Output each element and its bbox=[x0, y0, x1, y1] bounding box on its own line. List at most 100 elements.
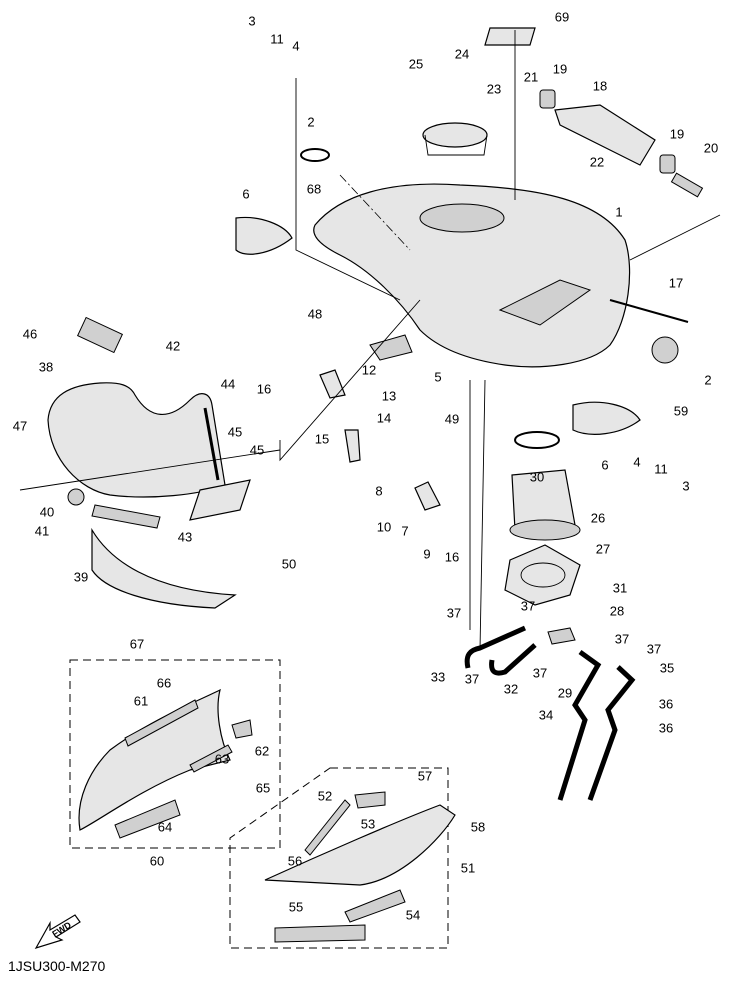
part-callout: 60 bbox=[150, 853, 164, 868]
fuel-pump-ring bbox=[514, 431, 560, 449]
part-callout: 16 bbox=[257, 381, 271, 396]
fairing-panel bbox=[189, 479, 251, 521]
part-callout: 36 bbox=[659, 696, 673, 711]
part-callout: 69 bbox=[555, 9, 569, 24]
part-callout: 32 bbox=[504, 681, 518, 696]
part-callout: 37 bbox=[647, 641, 661, 656]
stay bbox=[319, 369, 346, 399]
part-callout: 19 bbox=[553, 61, 567, 76]
fairing-strip bbox=[91, 504, 161, 529]
part-callout: 11 bbox=[270, 31, 284, 46]
part-callout: 59 bbox=[674, 403, 688, 418]
filler-cap-body bbox=[424, 134, 488, 156]
part-callout: 3 bbox=[248, 13, 255, 28]
pump-plate-hole bbox=[520, 562, 566, 588]
part-callout: 67 bbox=[130, 636, 144, 651]
part-callout: 8 bbox=[375, 483, 382, 498]
part-callout: 10 bbox=[377, 519, 391, 534]
part-callout: 37 bbox=[447, 605, 461, 620]
tank-side-cover-right bbox=[572, 401, 641, 435]
part-callout: 38 bbox=[39, 359, 53, 374]
part-callout: 1 bbox=[615, 204, 622, 219]
under-cowl bbox=[91, 527, 237, 609]
part-callout: 48 bbox=[308, 306, 322, 321]
part-callout: 30 bbox=[530, 469, 544, 484]
fuel-tank bbox=[313, 183, 631, 368]
part-callout: 4 bbox=[292, 38, 299, 53]
strip-63 bbox=[189, 744, 233, 773]
part-callout: 3 bbox=[682, 478, 689, 493]
leader bbox=[295, 78, 401, 301]
strip-64 bbox=[114, 799, 181, 839]
part-callout: 46 bbox=[23, 326, 37, 341]
tank-bolt bbox=[609, 299, 689, 323]
part-callout: 15 bbox=[315, 431, 329, 446]
part-callout: 56 bbox=[288, 853, 302, 868]
leader bbox=[629, 214, 721, 261]
part-callout: 58 bbox=[471, 819, 485, 834]
part-callout: 63 bbox=[215, 751, 229, 766]
part-callout: 57 bbox=[418, 768, 432, 783]
part-callout: 66 bbox=[157, 675, 171, 690]
part-callout: 29 bbox=[558, 685, 572, 700]
part-callout: 41 bbox=[35, 523, 49, 538]
part-callout: 19 bbox=[670, 126, 684, 141]
filler-cap bbox=[422, 122, 488, 148]
part-callout: 37 bbox=[465, 671, 479, 686]
group-51-box bbox=[229, 767, 449, 949]
pump-flange bbox=[509, 519, 581, 541]
part-callout: 43 bbox=[178, 529, 192, 544]
part-callout: 6 bbox=[601, 457, 608, 472]
part-callout: 42 bbox=[166, 338, 180, 353]
strip-52 bbox=[304, 799, 351, 856]
part-callout: 45 bbox=[250, 442, 264, 457]
part-callout: 28 bbox=[610, 603, 624, 618]
part-callout: 18 bbox=[593, 78, 607, 93]
part-callout: 6 bbox=[242, 186, 249, 201]
pad-53 bbox=[354, 791, 386, 809]
leader bbox=[19, 299, 421, 491]
stay-3 bbox=[414, 481, 441, 511]
part-callout: 40 bbox=[40, 504, 54, 519]
part-callout: 44 bbox=[221, 376, 235, 391]
part-callout: 13 bbox=[382, 388, 396, 403]
front-fairing bbox=[47, 382, 226, 498]
part-callout: 36 bbox=[659, 720, 673, 735]
damper-right bbox=[659, 154, 676, 174]
leader bbox=[469, 379, 486, 651]
stay-2 bbox=[344, 429, 361, 463]
part-callout: 53 bbox=[361, 816, 375, 831]
part-callout: 17 bbox=[669, 275, 683, 290]
damper-left bbox=[539, 89, 556, 109]
windshield-decal bbox=[76, 316, 124, 354]
part-callout: 2 bbox=[307, 114, 314, 129]
hose-35 bbox=[587, 665, 636, 801]
part-callout: 24 bbox=[455, 46, 469, 61]
part-callout: 37 bbox=[615, 631, 629, 646]
part-callout: 26 bbox=[591, 510, 605, 525]
tank-grommet bbox=[651, 336, 679, 364]
part-callout: 31 bbox=[613, 580, 627, 595]
leader bbox=[339, 174, 411, 251]
caution-label bbox=[484, 27, 536, 46]
part-callout: 20 bbox=[704, 140, 718, 155]
fwd-arrow-icon bbox=[34, 914, 81, 950]
part-callout: 62 bbox=[255, 743, 269, 758]
part-callout: 34 bbox=[539, 707, 553, 722]
part-callout: 54 bbox=[406, 907, 420, 922]
grommet-40 bbox=[67, 488, 85, 506]
part-callout: 22 bbox=[590, 154, 604, 169]
part-callout: 45 bbox=[228, 424, 242, 439]
fairing-stay bbox=[203, 407, 220, 481]
tank-side-cover-left bbox=[235, 216, 293, 255]
part-callout: 35 bbox=[660, 660, 674, 675]
part-callout: 27 bbox=[596, 541, 610, 556]
part-callout: 39 bbox=[74, 569, 88, 584]
part-callout: 61 bbox=[134, 693, 148, 708]
diagram-code: 1JSU300-M270 bbox=[8, 958, 106, 974]
part-callout: 4 bbox=[633, 454, 640, 469]
pad-62 bbox=[231, 719, 253, 739]
strip-55 bbox=[274, 924, 366, 943]
